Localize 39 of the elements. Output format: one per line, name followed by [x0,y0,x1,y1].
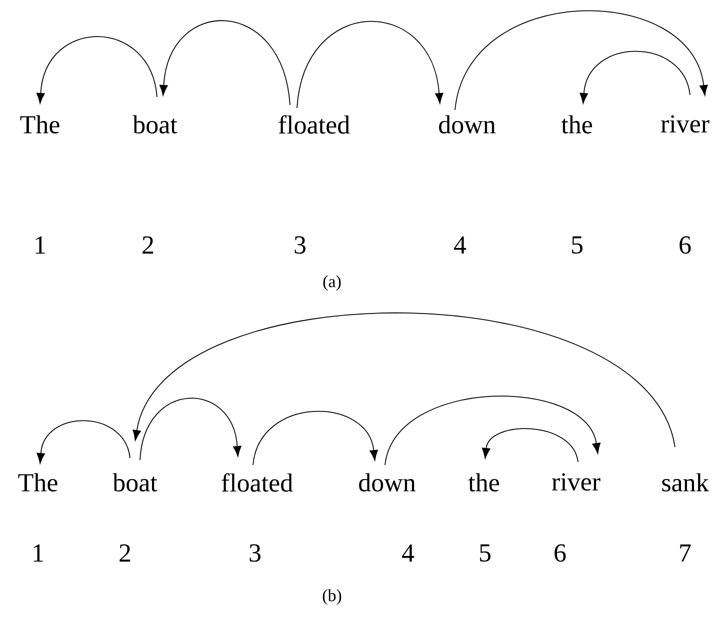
word: the [468,473,499,492]
arrow [580,50,690,104]
arrow [482,428,578,462]
subfigure-caption: (b) [322,589,342,605]
arrow [296,20,444,108]
word: floated [278,115,350,134]
word: The [18,473,58,492]
word: river [661,115,710,133]
word: down [359,473,416,492]
word-index: 6 [554,544,566,562]
arrow [36,36,158,104]
arrow [384,396,601,466]
word: floated [222,473,293,492]
arrow [36,420,130,464]
word-index: 4 [454,236,466,254]
word-index: 5 [572,236,582,254]
word-index: 1 [36,236,45,254]
word-index: 6 [680,236,691,254]
arrow [252,411,378,466]
word: sank [662,473,709,492]
arrow [140,398,242,460]
word-index: 2 [120,544,130,562]
arrow [132,312,676,448]
word: The [20,115,60,134]
subfigure-caption: (a) [323,275,341,291]
word-index: 3 [294,236,306,254]
word: river [552,473,600,491]
word-index: 1 [34,544,43,562]
word-index: 3 [250,544,260,562]
word-index: 5 [480,544,490,562]
word: boat [132,115,178,134]
word-index: 4 [402,544,414,562]
word: down [439,115,496,134]
arrow [454,10,708,110]
arrow [160,20,290,106]
word: boat [112,473,158,492]
word-index: 2 [142,236,154,254]
word: the [561,115,592,134]
word-index: 7 [680,544,691,562]
